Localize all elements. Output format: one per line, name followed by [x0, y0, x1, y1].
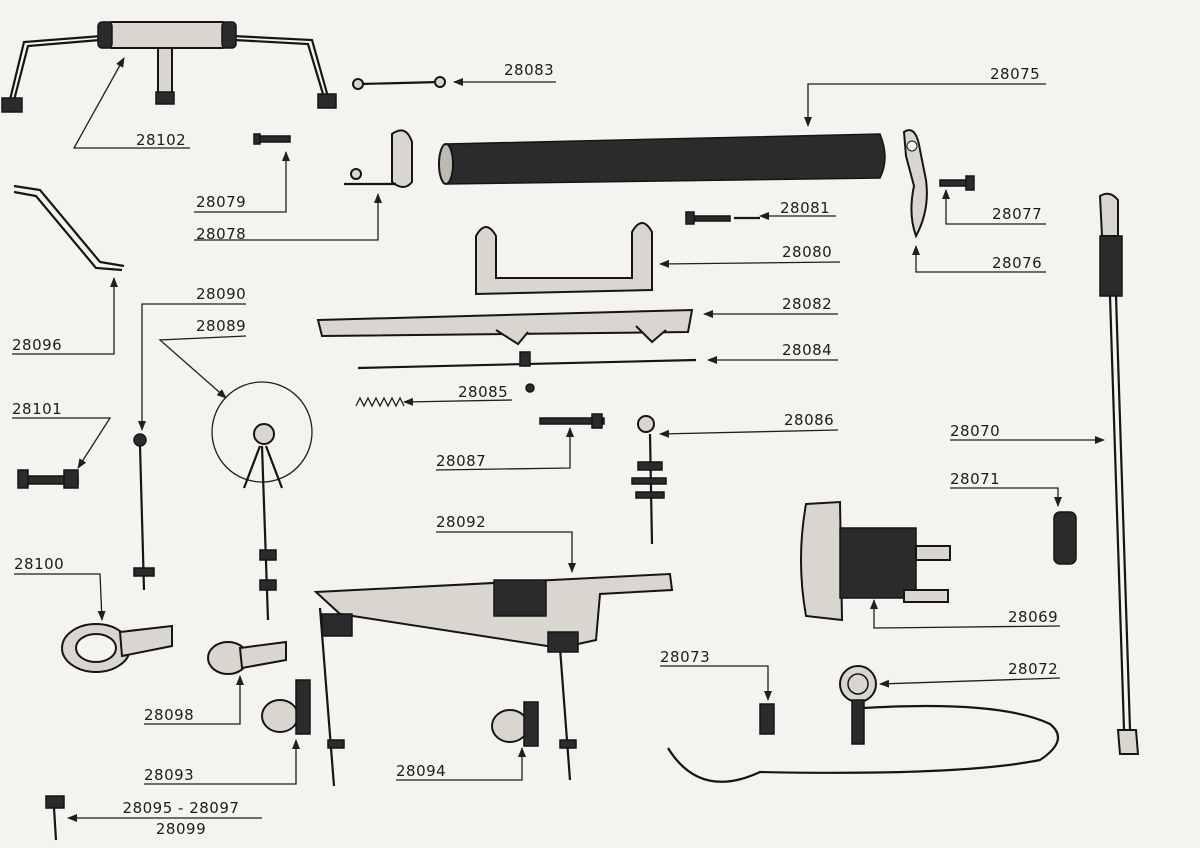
part-label-28087: 28087 — [436, 452, 487, 470]
part-label-28082: 28082 — [782, 295, 833, 313]
part-label-28099: 28099 — [155, 820, 207, 838]
part-label-28084: 28084 — [782, 341, 833, 359]
part-28093-drawing — [261, 679, 311, 735]
part-28069-drawing — [800, 500, 951, 622]
part-label-28085: 28085 — [458, 383, 509, 401]
part-28084-drawing — [357, 351, 697, 370]
part-label-28090: 28090 — [196, 285, 247, 303]
part-28086-drawing — [631, 415, 667, 545]
part-label-28081: 28081 — [780, 199, 831, 217]
part-label-28086: 28086 — [784, 411, 835, 429]
part-28089-drawing — [211, 381, 313, 621]
part-label-28092: 28092 — [436, 513, 487, 531]
part-28102-drawing — [1, 21, 337, 113]
part-label-28094: 28094 — [396, 762, 447, 780]
part-28092-drawing — [313, 572, 674, 787]
part-28083-drawing — [352, 76, 446, 90]
part-28087-drawing — [539, 413, 605, 429]
part-28079-drawing — [253, 133, 291, 145]
part-label-28071: 28071 — [950, 470, 1001, 488]
part-label-28096: 28096 — [12, 336, 63, 354]
part-28096-drawing — [13, 184, 125, 272]
part-28098-drawing — [207, 640, 287, 675]
part-28080-drawing — [475, 222, 653, 296]
part-28085-drawing — [355, 383, 535, 408]
part-28094-drawing — [491, 701, 539, 747]
part-label-28101: 28101 — [12, 400, 63, 418]
part-28090-drawing — [133, 433, 155, 591]
part-label-28079: 28079 — [196, 193, 247, 211]
part-label-28098: 28098 — [144, 706, 195, 724]
part-label-28089: 28089 — [196, 317, 247, 335]
part-label-28073: 28073 — [660, 648, 711, 666]
part-28075-drawing — [438, 133, 886, 185]
part-label-28070: 28070 — [950, 422, 1001, 440]
part-28077-drawing — [939, 175, 975, 191]
part-label-28078: 28078 — [196, 225, 247, 243]
part-label-28075: 28075 — [990, 65, 1041, 83]
leader-lines — [12, 57, 1105, 822]
part-28073-drawing — [759, 703, 775, 735]
part-label-28102: 28102 — [136, 131, 187, 149]
part-28101-drawing — [17, 469, 79, 489]
part-label-28077: 28077 — [992, 205, 1043, 223]
part-label-28100: 28100 — [14, 555, 65, 573]
part-28100-drawing — [61, 623, 173, 673]
part-label-28080: 28080 — [782, 243, 833, 261]
part-label-28093: 28093 — [144, 766, 195, 784]
part-label-28076: 28076 — [992, 254, 1043, 272]
part-28076-drawing — [902, 129, 928, 239]
part-label-28083: 28083 — [504, 61, 555, 79]
part-28072-drawing — [667, 665, 1060, 783]
part-label-28069: 28069 — [1008, 608, 1059, 626]
part-label-28072: 28072 — [1008, 660, 1059, 678]
part-28078-drawing — [344, 129, 413, 188]
part-28082-drawing — [316, 308, 694, 346]
part-28070-drawing — [1098, 192, 1140, 755]
part-28095-drawing — [45, 795, 65, 841]
part-28071-drawing — [1053, 511, 1077, 565]
part-28081-drawing — [685, 211, 760, 225]
part-label-28095-28097: 28095 - 28097 — [122, 799, 240, 817]
